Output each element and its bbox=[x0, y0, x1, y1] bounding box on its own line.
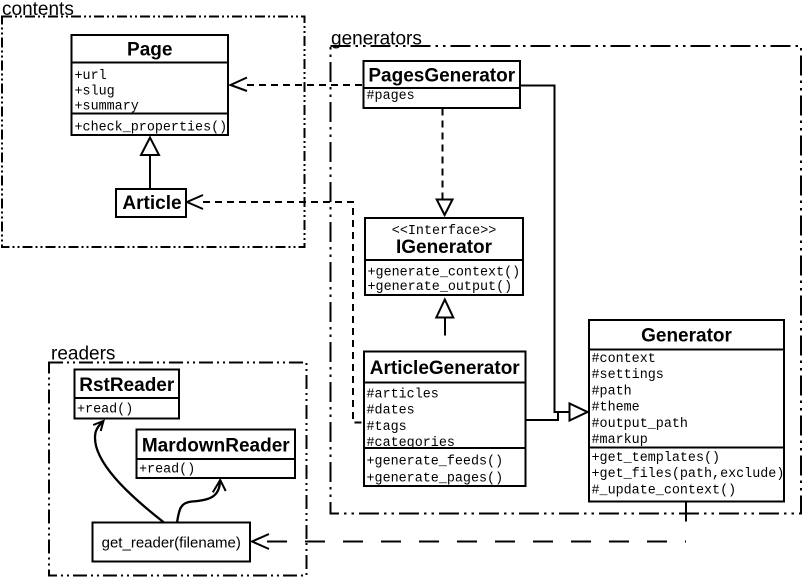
svg-text:PagesGenerator: PagesGenerator bbox=[368, 66, 515, 87]
svg-text:#dates: #dates bbox=[367, 404, 415, 419]
svg-text:+generate_context(): +generate_context() bbox=[368, 266, 521, 281]
svg-text:+generate_pages(): +generate_pages() bbox=[367, 472, 504, 487]
svg-text:#path: #path bbox=[592, 384, 632, 399]
svg-text:Generator: Generator bbox=[641, 326, 732, 347]
svg-text:#theme: #theme bbox=[592, 401, 640, 416]
svg-text:IGenerator: IGenerator bbox=[396, 237, 493, 258]
svg-text:#output_path: #output_path bbox=[592, 417, 688, 432]
svg-text:Page: Page bbox=[127, 40, 172, 61]
svg-text:+read(): +read() bbox=[139, 463, 195, 478]
svg-text:+get_files(path,exclude): +get_files(path,exclude) bbox=[592, 467, 785, 482]
svg-text:Article: Article bbox=[122, 193, 181, 214]
svg-text:+url: +url bbox=[75, 69, 107, 84]
svg-text:#_update_context(): #_update_context() bbox=[592, 483, 737, 498]
svg-text:RstReader: RstReader bbox=[79, 375, 175, 396]
svg-text:+generate_output(): +generate_output() bbox=[368, 280, 513, 295]
svg-text:+check_properties(): +check_properties() bbox=[75, 121, 228, 136]
svg-text:#tags: #tags bbox=[367, 420, 407, 435]
svg-text:+slug: +slug bbox=[75, 85, 115, 100]
svg-text:#categories: #categories bbox=[367, 436, 455, 451]
svg-text:#pages: #pages bbox=[367, 89, 415, 104]
svg-text:#context: #context bbox=[592, 352, 656, 367]
svg-text:+get_templates(): +get_templates() bbox=[592, 451, 721, 466]
svg-text:+read(): +read() bbox=[77, 403, 133, 418]
svg-text:ArticleGenerator: ArticleGenerator bbox=[370, 358, 521, 379]
svg-text:#markup: #markup bbox=[592, 433, 648, 448]
svg-text:+summary: +summary bbox=[75, 100, 139, 115]
svg-text:+generate_feeds(): +generate_feeds() bbox=[367, 455, 504, 470]
svg-text:#articles: #articles bbox=[367, 388, 439, 403]
svg-text:MardownReader: MardownReader bbox=[142, 436, 290, 457]
svg-text:generators: generators bbox=[331, 29, 422, 50]
svg-text:readers: readers bbox=[51, 344, 115, 365]
svg-text:<<Interface>>: <<Interface>> bbox=[392, 224, 496, 239]
svg-text:get_reader(filename): get_reader(filename) bbox=[102, 535, 241, 552]
svg-text:#settings: #settings bbox=[592, 368, 664, 383]
svg-text:contents: contents bbox=[2, 0, 74, 20]
